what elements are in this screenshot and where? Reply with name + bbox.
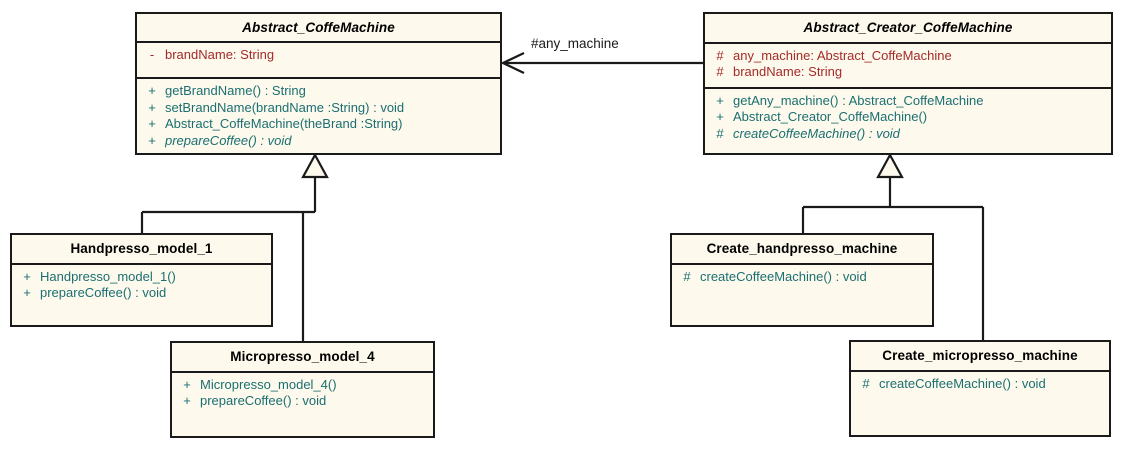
operations-compartment: + getBrandName() : String + setBrandName… [137, 79, 500, 153]
visibility-marker: - [149, 47, 155, 63]
operation-label: setBrandName(brandName :String) : void [165, 99, 405, 115]
attribute-row: # brandName: String [707, 64, 1109, 81]
attribute-row: - brandName: String [139, 47, 498, 64]
visibility-marker: # [683, 268, 691, 284]
operation-row: + Abstract_Creator_CoffeMachine() [707, 109, 1109, 126]
operations-compartment: # createCoffeeMachine() : void [851, 372, 1109, 435]
operations-compartment: # createCoffeeMachine() : void [672, 265, 932, 325]
operations-compartment: + getAny_machine() : Abstract_CoffeMachi… [705, 89, 1111, 153]
visibility-marker: + [148, 99, 156, 115]
class-box-create-micropresso-machine[interactable]: Create_micropresso_machine # createCoffe… [849, 340, 1111, 437]
visibility-marker: + [148, 132, 156, 148]
class-title-create-handpresso-machine: Create_handpresso_machine [706, 241, 898, 256]
class-box-micropresso-model-4[interactable]: Micropresso_model_4 + Micropresso_model_… [170, 341, 435, 438]
operation-label: createCoffeeMachine() : void [700, 268, 867, 284]
association-label-any-machine: #any_machine [531, 36, 619, 51]
class-divider [137, 77, 500, 79]
visibility-marker: + [716, 92, 724, 108]
class-divider [705, 86, 1111, 89]
operation-label: Abstract_Creator_CoffeMachine() [733, 109, 928, 125]
operation-row: + Micropresso_model_4() [174, 377, 431, 394]
class-title-abstract-coffemachine: Abstract_CoffeMachine [242, 20, 395, 35]
operation-label: getAny_machine() : Abstract_CoffeMachine [733, 92, 984, 108]
class-divider [705, 41, 1111, 44]
operation-row: + prepareCoffee() : void [14, 285, 269, 302]
operation-row: + getBrandName() : String [139, 83, 498, 100]
operation-label: getBrandName() : String [165, 83, 306, 98]
visibility-marker: # [862, 375, 870, 391]
visibility-marker: + [183, 393, 191, 409]
class-divider [12, 262, 271, 265]
visibility-marker: # [716, 125, 724, 141]
class-box-abstract-creator-coffemachine[interactable]: Abstract_Creator_CoffeMachine # any_mach… [703, 12, 1113, 155]
class-box-create-handpresso-machine[interactable]: Create_handpresso_machine # createCoffee… [670, 233, 934, 327]
operations-compartment: + Micropresso_model_4() + prepareCoffee(… [172, 373, 433, 436]
attribute-label: any_machine: Abstract_CoffeMachine [733, 47, 952, 63]
class-title-handpresso-model-1: Handpresso_model_1 [70, 241, 213, 256]
visibility-marker: + [148, 116, 156, 131]
generalization-triangle-right [876, 152, 904, 179]
attribute-row: # any_machine: Abstract_CoffeMachine [707, 48, 1109, 65]
class-title-create-micropresso-machine: Create_micropresso_machine [882, 348, 1078, 363]
operation-row: + Handpresso_model_1() [14, 269, 269, 286]
class-divider [672, 262, 932, 265]
operation-label: prepareCoffee() : void [165, 132, 292, 148]
attribute-label: brandName: String [733, 64, 843, 80]
operation-label: prepareCoffee() : void [200, 393, 327, 409]
operation-row: + setBrandName(brandName :String) : void [139, 100, 498, 117]
visibility-marker: + [183, 376, 191, 392]
visibility-marker: + [148, 83, 156, 98]
visibility-marker: + [23, 285, 31, 301]
operation-label: Micropresso_model_4() [200, 376, 337, 392]
association-any-machine [500, 52, 703, 74]
attributes-compartment: # any_machine: Abstract_CoffeMachine # b… [705, 44, 1111, 87]
operation-label: Abstract_CoffeMachine(theBrand :String) [165, 116, 403, 131]
class-title-abstract-creator-coffemachine: Abstract_Creator_CoffeMachine [803, 20, 1013, 35]
operation-row: + prepareCoffee() : void [174, 393, 431, 410]
operation-label: prepareCoffee() : void [40, 285, 167, 301]
visibility-marker: # [716, 64, 724, 80]
class-divider [137, 41, 500, 44]
attribute-label: brandName: String [165, 47, 275, 63]
generalization-triangle-left [301, 152, 329, 179]
visibility-marker: # [716, 47, 724, 63]
operation-row: + prepareCoffee() : void [139, 133, 498, 150]
operation-label: createCoffeeMachine() : void [879, 375, 1046, 391]
attributes-compartment: - brandName: String [137, 43, 500, 77]
operation-label: Handpresso_model_1() [40, 268, 176, 284]
class-divider [851, 369, 1109, 372]
operation-row: + getAny_machine() : Abstract_CoffeMachi… [707, 93, 1109, 110]
class-divider [172, 370, 433, 373]
operation-row: # createCoffeeMachine() : void [707, 126, 1109, 143]
class-box-handpresso-model-1[interactable]: Handpresso_model_1 + Handpresso_model_1(… [10, 233, 273, 327]
operation-label: createCoffeeMachine() : void [733, 125, 900, 141]
operation-row: # createCoffeeMachine() : void [674, 269, 930, 286]
visibility-marker: + [716, 109, 724, 125]
operation-row: # createCoffeeMachine() : void [853, 376, 1107, 393]
class-title-micropresso-model-4: Micropresso_model_4 [230, 349, 375, 364]
operation-row: + Abstract_CoffeMachine(theBrand :String… [139, 116, 498, 133]
operations-compartment: + Handpresso_model_1() + prepareCoffee()… [12, 265, 271, 325]
class-box-abstract-coffemachine[interactable]: Abstract_CoffeMachine - brandName: Strin… [135, 12, 502, 155]
visibility-marker: + [23, 268, 31, 284]
